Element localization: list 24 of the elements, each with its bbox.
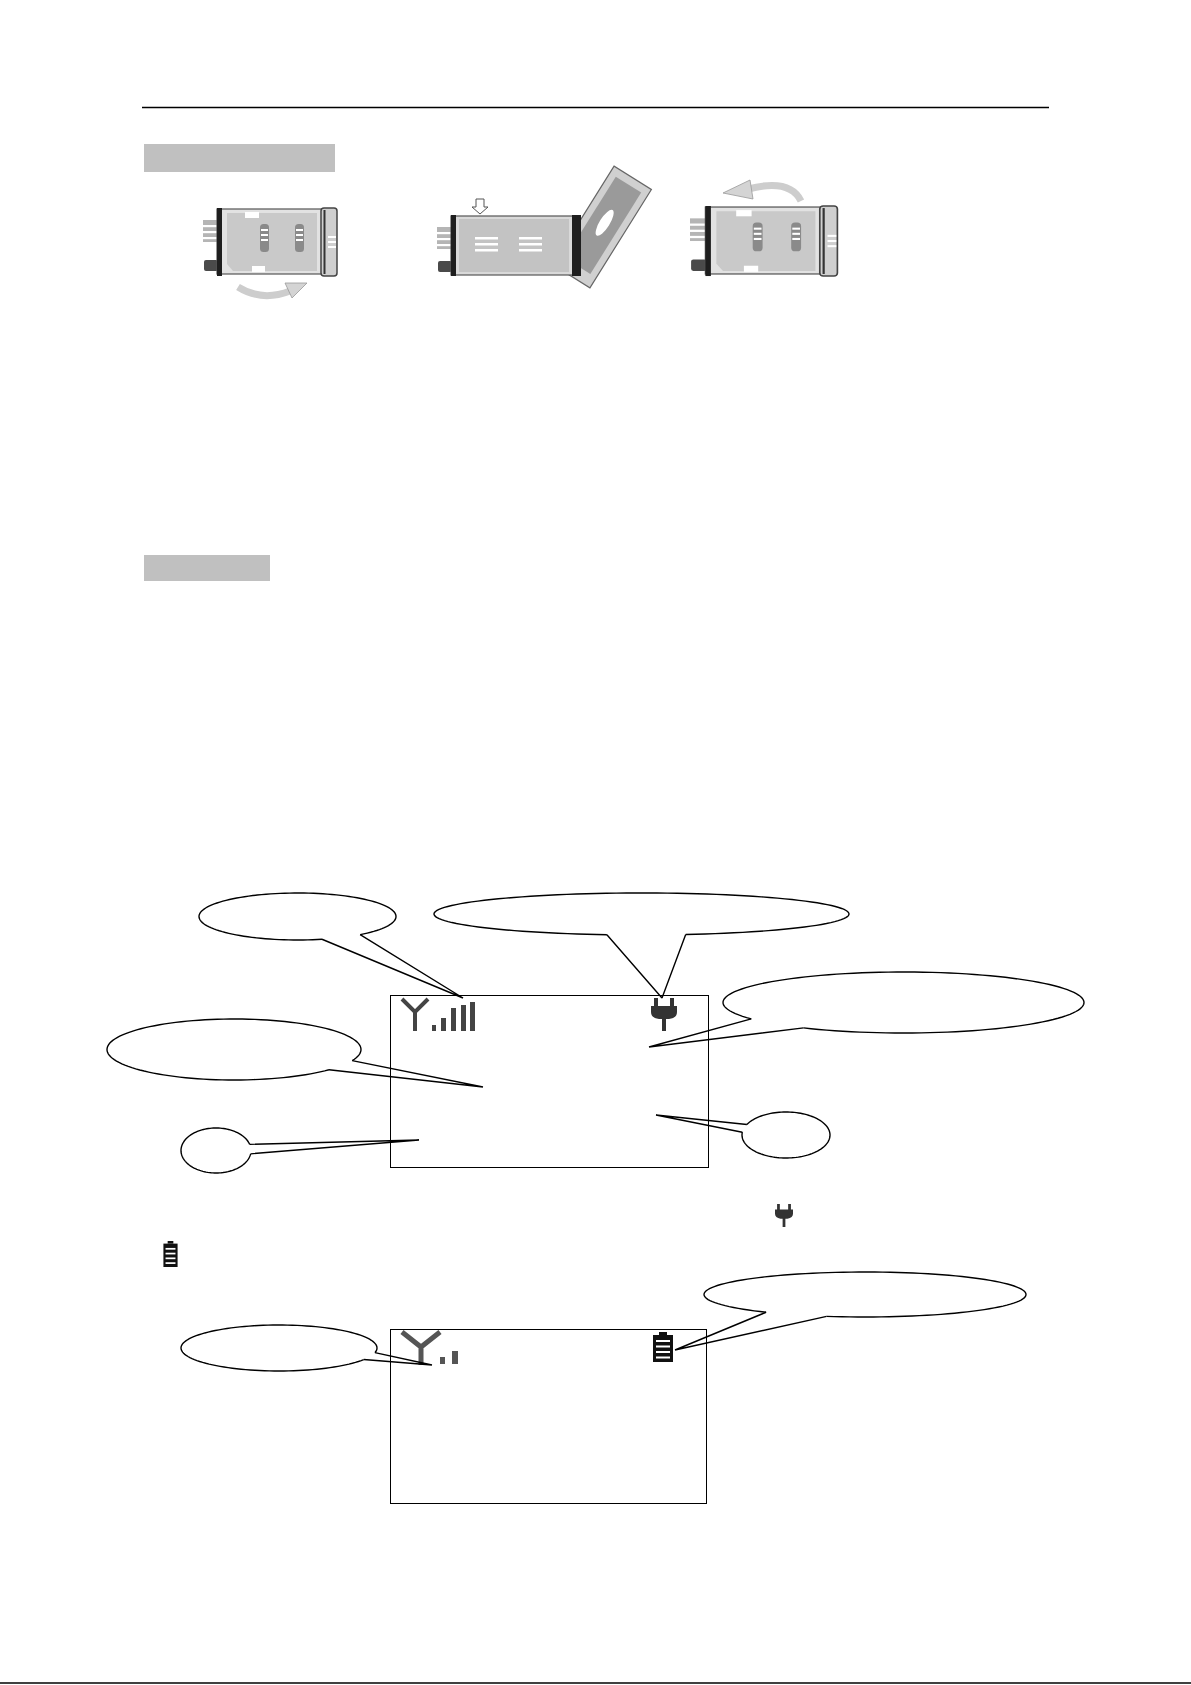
plug-icon (651, 998, 677, 1031)
battery-icon (651, 1332, 675, 1362)
heading-bar (144, 555, 270, 581)
speech-bubble (198, 892, 397, 941)
speech-bubble (180, 1324, 378, 1372)
speech-bubble (180, 1127, 252, 1174)
speech-bubble (741, 1111, 831, 1159)
callout-pointer (363, 1351, 433, 1366)
speech-bubble (703, 1271, 1027, 1318)
callout-pointer (648, 1018, 805, 1048)
signal-strength-icon (400, 1331, 461, 1365)
display-screen (390, 1329, 707, 1504)
callout-pointer (321, 933, 464, 999)
speech-bubble (433, 892, 850, 936)
heading-bar (144, 144, 335, 172)
callout-pointer (248, 1139, 420, 1155)
speech-bubble (106, 1018, 362, 1081)
callout-pointer (674, 1311, 828, 1351)
callout-pointer (606, 933, 687, 999)
display-screen (390, 995, 709, 1168)
speech-bubble (722, 971, 1085, 1034)
callout-pointer (655, 1114, 748, 1133)
signal-strength-icon (401, 998, 475, 1031)
callout-pointer (328, 1059, 484, 1088)
